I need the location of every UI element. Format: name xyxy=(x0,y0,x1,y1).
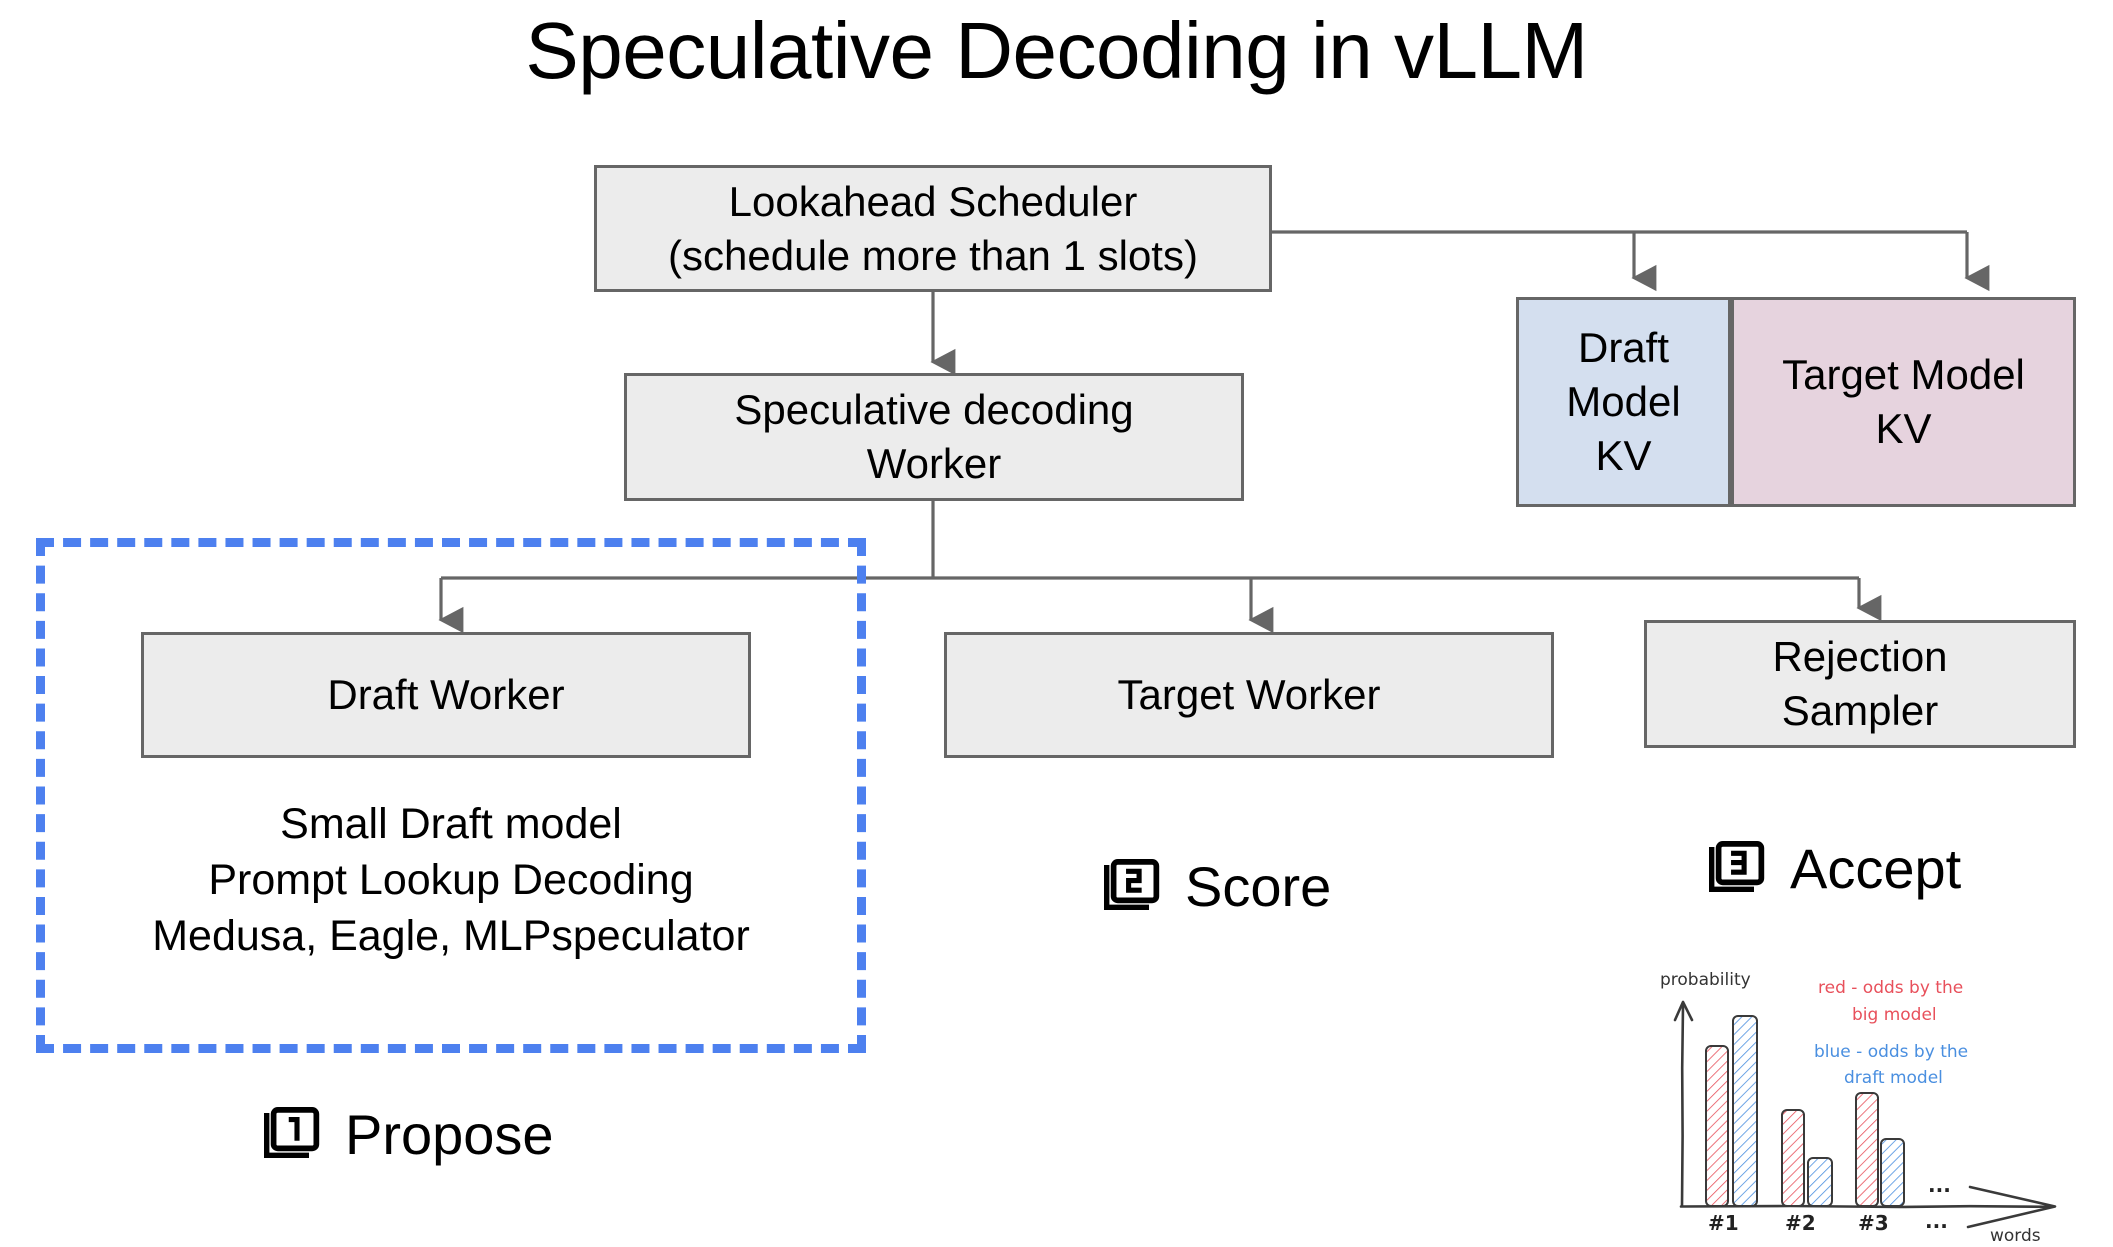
looks-three-icon xyxy=(1709,841,1765,892)
chart-legend-red-line1: red - odds by the xyxy=(1818,978,1963,998)
draft-note-line3: Medusa, Eagle, MLPspeculator xyxy=(152,911,750,960)
chart-ylabel: probability xyxy=(1660,970,1751,990)
node-draft-model-kv[interactable]: Draft Model KV xyxy=(1516,297,1731,507)
lookahead-scheduler-line1: Lookahead Scheduler xyxy=(728,177,1138,225)
lookahead-scheduler-line2: (schedule more than 1 slots) xyxy=(668,231,1198,279)
chart-tick-2: #2 xyxy=(1785,1211,1816,1235)
chart-legend-blue-line1: blue - odds by the xyxy=(1814,1042,1968,1062)
step-propose[interactable]: Propose xyxy=(255,1098,554,1170)
draft-worker-label: Draft Worker xyxy=(327,671,565,719)
chart-ellipsis-upper: ... xyxy=(1928,1173,1951,1197)
step-accept[interactable]: Accept xyxy=(1700,832,1961,904)
draft-worker-notes: Small Draft model Prompt Lookup Decoding… xyxy=(36,797,866,965)
node-target-worker[interactable]: Target Worker xyxy=(944,632,1554,758)
chart-xlabel: words xyxy=(1990,1226,2041,1246)
draft-note-line1: Small Draft model xyxy=(280,800,622,848)
draft-model-kv-line1: Draft xyxy=(1577,324,1669,372)
node-rejection-sampler[interactable]: Rejection Sampler xyxy=(1644,620,2076,748)
target-worker-label: Target Worker xyxy=(1117,671,1381,719)
looks-two-icon xyxy=(1104,859,1160,910)
step-accept-label: Accept xyxy=(1790,836,1962,900)
draft-note-line2: Prompt Lookup Decoding xyxy=(208,855,694,904)
step-score[interactable]: Score xyxy=(1095,850,1331,922)
rejection-sampler-line1: Rejection xyxy=(1772,633,1948,681)
chart-ellipsis-lower: ... xyxy=(1925,1209,1948,1233)
step-propose-label: Propose xyxy=(345,1102,554,1166)
draft-model-kv-line3: KV xyxy=(1595,431,1652,479)
chart-legend-blue-line2: draft model xyxy=(1844,1068,1943,1088)
target-model-kv-line2: KV xyxy=(1875,405,1932,452)
spec-worker-line2: Worker xyxy=(866,440,1002,487)
node-lookahead-scheduler[interactable]: Lookahead Scheduler (schedule more than … xyxy=(594,165,1272,292)
rejection-sampler-line2: Sampler xyxy=(1781,687,1939,734)
looks-one-icon xyxy=(264,1107,320,1158)
node-draft-worker[interactable]: Draft Worker xyxy=(141,632,751,758)
target-model-kv-line1: Target Model xyxy=(1782,351,2025,399)
chart-legend-red-line2: big model xyxy=(1852,1005,1937,1025)
chart-tick-1: #1 xyxy=(1708,1211,1739,1235)
node-speculative-decoding-worker[interactable]: Speculative decoding Worker xyxy=(624,373,1244,501)
probability-sketch-chart: probability words #1 #2 #3 ... ... red -… xyxy=(1660,970,2057,1246)
draft-model-kv-line2: Model xyxy=(1566,378,1681,426)
chart-tick-3: #3 xyxy=(1858,1211,1889,1235)
spec-worker-line1: Speculative decoding xyxy=(734,386,1134,434)
propose-group-box xyxy=(36,538,866,1053)
page-title: Speculative Decoding in vLLM xyxy=(525,6,1588,95)
node-target-model-kv[interactable]: Target Model KV xyxy=(1731,297,2076,507)
step-score-label: Score xyxy=(1185,854,1332,918)
